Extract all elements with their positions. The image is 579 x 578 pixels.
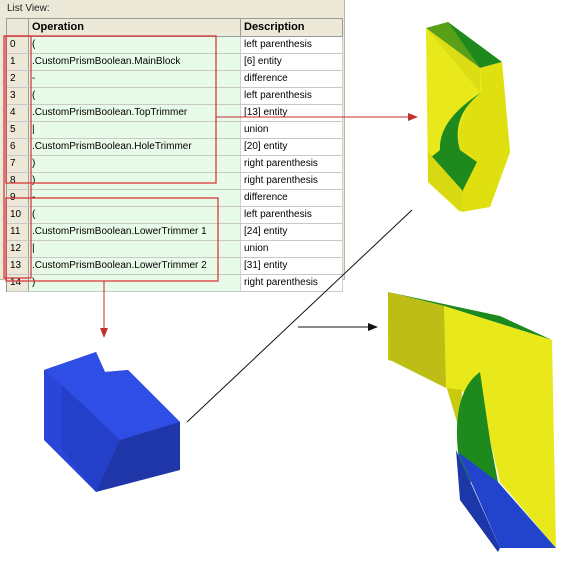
operation-cell: |: [29, 241, 241, 257]
arrowhead-result: [368, 323, 378, 331]
arrowhead-block: [100, 328, 108, 338]
table-row[interactable]: 6.CustomPrismBoolean.HoleTrimmer[20] ent…: [7, 139, 343, 156]
operation-cell: |: [29, 122, 241, 138]
description-cell: left parenthesis: [241, 88, 343, 104]
lower-trimmer-block-icon: [44, 352, 180, 492]
operation-cell: -: [29, 71, 241, 87]
table-row[interactable]: 0(left parenthesis: [7, 37, 343, 54]
table-row[interactable]: 7)right parenthesis: [7, 156, 343, 173]
table-row[interactable]: 2-difference: [7, 71, 343, 88]
description-cell: difference: [241, 71, 343, 87]
highlight-box-first-group: [5, 35, 217, 184]
result-shape-icon: [388, 292, 556, 552]
description-cell: difference: [241, 190, 343, 206]
row-index-cell: 7: [7, 156, 29, 172]
table-header: Operation Description: [7, 19, 343, 37]
row-index-cell: 3: [7, 88, 29, 104]
description-cell: right parenthesis: [241, 275, 343, 291]
column-header-operation[interactable]: Operation: [29, 19, 241, 36]
row-index-cell: 6: [7, 139, 29, 155]
row-index-cell: 12: [7, 241, 29, 257]
row-index-cell: 8: [7, 173, 29, 189]
description-cell: [31] entity: [241, 258, 343, 274]
description-cell: [20] entity: [241, 139, 343, 155]
row-index-cell: 13: [7, 258, 29, 274]
trimmed-shape-icon: [426, 22, 510, 212]
table-row[interactable]: 11.CustomPrismBoolean.LowerTrimmer 1[24]…: [7, 224, 343, 241]
operation-cell: .CustomPrismBoolean.LowerTrimmer 2: [29, 258, 241, 274]
list-view-title: List View:: [7, 3, 50, 14]
operation-cell: (: [29, 37, 241, 53]
row-index-cell: 2: [7, 71, 29, 87]
list-view-panel: List View: Operation Description 0(left …: [0, 0, 345, 292]
operation-cell: ): [29, 156, 241, 172]
highlight-box-second-group: [5, 197, 219, 282]
description-cell: left parenthesis: [241, 37, 343, 53]
table-row[interactable]: 3(left parenthesis: [7, 88, 343, 105]
row-index-cell: 14: [7, 275, 29, 291]
operation-cell: ): [29, 173, 241, 189]
highlight-box-index-column: [3, 35, 32, 279]
description-cell: right parenthesis: [241, 156, 343, 172]
operation-cell: .CustomPrismBoolean.LowerTrimmer 1: [29, 224, 241, 240]
table-row[interactable]: 14)right parenthesis: [7, 275, 343, 292]
description-cell: [6] entity: [241, 54, 343, 70]
row-index-cell: 5: [7, 122, 29, 138]
table-row[interactable]: 10(left parenthesis: [7, 207, 343, 224]
column-header-description[interactable]: Description: [241, 19, 343, 36]
description-cell: union: [241, 122, 343, 138]
row-index-cell: 0: [7, 37, 29, 53]
row-index-cell: 4: [7, 105, 29, 121]
description-cell: left parenthesis: [241, 207, 343, 223]
table-row[interactable]: 12|union: [7, 241, 343, 258]
list-view-table: Operation Description 0(left parenthesis…: [6, 18, 343, 292]
row-index-cell: 10: [7, 207, 29, 223]
description-cell: [24] entity: [241, 224, 343, 240]
table-row[interactable]: 1.CustomPrismBoolean.MainBlock[6] entity: [7, 54, 343, 71]
table-row[interactable]: 13.CustomPrismBoolean.LowerTrimmer 2[31]…: [7, 258, 343, 275]
operation-cell: .CustomPrismBoolean.TopTrimmer: [29, 105, 241, 121]
operation-cell: (: [29, 88, 241, 104]
connector-line: [186, 209, 413, 423]
operation-cell: (: [29, 207, 241, 223]
operation-cell: ): [29, 275, 241, 291]
row-index-cell: 1: [7, 54, 29, 70]
operation-cell: .CustomPrismBoolean.HoleTrimmer: [29, 139, 241, 155]
column-header-index[interactable]: [7, 19, 29, 36]
row-index-cell: 11: [7, 224, 29, 240]
operation-cell: .CustomPrismBoolean.MainBlock: [29, 54, 241, 70]
table-row[interactable]: 5|union: [7, 122, 343, 139]
arrowhead-top-shape: [408, 113, 418, 121]
description-cell: right parenthesis: [241, 173, 343, 189]
description-cell: union: [241, 241, 343, 257]
table-row[interactable]: 8)right parenthesis: [7, 173, 343, 190]
